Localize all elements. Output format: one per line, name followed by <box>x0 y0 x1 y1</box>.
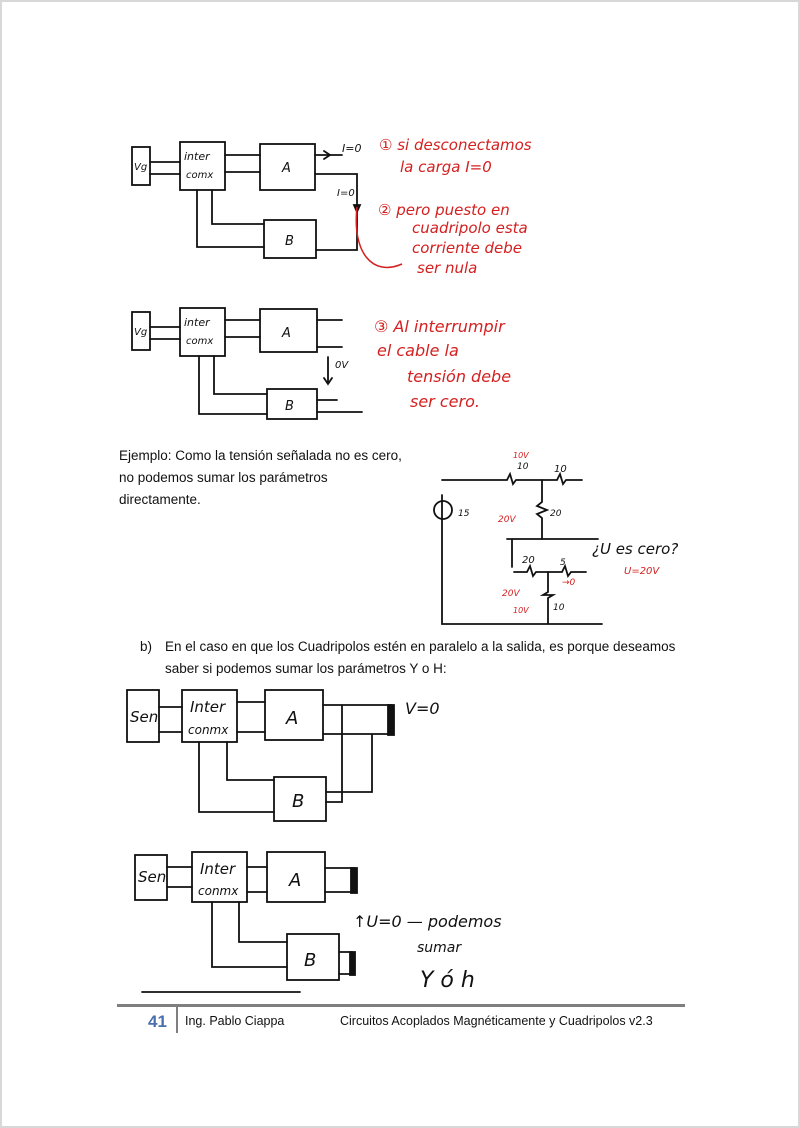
d2-inter-label-2: comx <box>186 336 213 347</box>
c-answer: U=20V <box>624 566 660 577</box>
example-line-1: Ejemplo: Como la tensión señalada no es … <box>119 448 402 463</box>
example-paragraph: Ejemplo: Como la tensión señalada no es … <box>119 445 402 511</box>
c-question: ¿U es cero? <box>592 540 678 558</box>
note-2-line-2: cuadripolo esta <box>412 219 528 237</box>
c-r1-voltage: 10V <box>513 451 529 460</box>
diagram-2 <box>131 307 363 420</box>
c-r4: 20 <box>522 555 535 566</box>
d4-b-label: B <box>304 950 316 971</box>
d4-note-line-2: sumar <box>417 940 462 956</box>
d4-inter-label: Inter <box>200 860 236 878</box>
c-r4-voltage: 20V <box>502 589 520 599</box>
d1-inter-label-2: comx <box>186 170 213 181</box>
footer-rule <box>117 1004 685 1007</box>
example-line-2: no podemos sumar los parámetros <box>119 470 328 485</box>
d4-inter-label-2: conmx <box>198 884 239 898</box>
d2-source-label: Vg <box>134 327 147 338</box>
note-2-line-4: ser nula <box>417 259 477 277</box>
d1-i-out: I=0 <box>342 142 361 155</box>
c-r1: 10 <box>517 462 529 472</box>
item-b-marker: b) <box>140 639 153 654</box>
c-r3: 20 <box>550 509 562 519</box>
d1-source-label: Vg <box>134 162 147 173</box>
d3-a-label: A <box>285 708 298 729</box>
d4-source-label: Sen <box>138 868 166 886</box>
note-3-line-2: el cable la <box>377 341 459 360</box>
c-source: 15 <box>458 509 470 519</box>
example-line-3: directamente. <box>119 492 201 507</box>
note-2-line-1: ② pero puesto en <box>378 201 510 219</box>
c-r5: 5 <box>560 558 566 568</box>
note-3-line-3: tensión debe <box>407 367 511 386</box>
d1-a-label: A <box>281 161 291 176</box>
page-number: 41 <box>148 1012 167 1031</box>
c-r6-voltage: 10V <box>513 606 529 615</box>
diagram-1 <box>131 141 362 259</box>
d2-a-label: A <box>281 326 291 341</box>
d1-i-mid: I=0 <box>337 188 355 199</box>
d2-b-label: B <box>285 399 294 414</box>
d3-inter-label: Inter <box>190 698 226 716</box>
item-b-line-2: saber si podemos sumar los parámetros Y … <box>165 661 447 676</box>
quadripole-a-box <box>259 143 316 191</box>
d3-v-label: V=0 <box>405 699 440 718</box>
footer-separator <box>176 1007 178 1033</box>
d3-b-label: B <box>292 791 304 812</box>
quadripole-b-box <box>263 219 317 259</box>
d4-a-label: A <box>288 870 301 891</box>
d4-note-line-3: Y ó h <box>420 968 475 993</box>
source-box <box>131 146 151 186</box>
footer-title: Circuitos Acoplados Magnéticamente y Cua… <box>340 1014 653 1028</box>
d3-source-label: Sen <box>130 708 158 726</box>
footer-author: Ing. Pablo Ciappa <box>185 1014 285 1028</box>
note-3-line-4: ser cero. <box>410 392 480 411</box>
d1-inter-label: inter <box>184 150 211 163</box>
note-1-line-2: la carga I=0 <box>400 158 492 176</box>
item-b-paragraph: En el caso en que los Cuadripolos estén … <box>165 636 675 680</box>
note-3-line-1: ③ Al interrumpir <box>374 317 506 336</box>
c-r3-voltage: 20V <box>498 515 516 525</box>
c-r6: 10 <box>553 603 565 613</box>
c-r5-voltage: →0 <box>562 578 576 588</box>
d3-inter-label-2: conmx <box>188 723 229 737</box>
d2-inter-label: inter <box>184 316 211 329</box>
note-1-line-1: ① si desconectamos <box>379 136 532 154</box>
d1-b-label: B <box>285 234 294 249</box>
d4-note-line-1: ↑U=0 — podemos <box>353 912 502 931</box>
c-r2: 10 <box>554 464 567 475</box>
d2-v-label: 0V <box>335 360 349 371</box>
note-2-line-3: corriente debe <box>412 239 522 257</box>
item-b-line-1: En el caso en que los Cuadripolos estén … <box>165 639 676 654</box>
diagram-3 <box>126 689 395 822</box>
diagram-4 <box>134 851 358 993</box>
example-circuit <box>433 471 603 625</box>
interconnect-box <box>179 141 226 191</box>
